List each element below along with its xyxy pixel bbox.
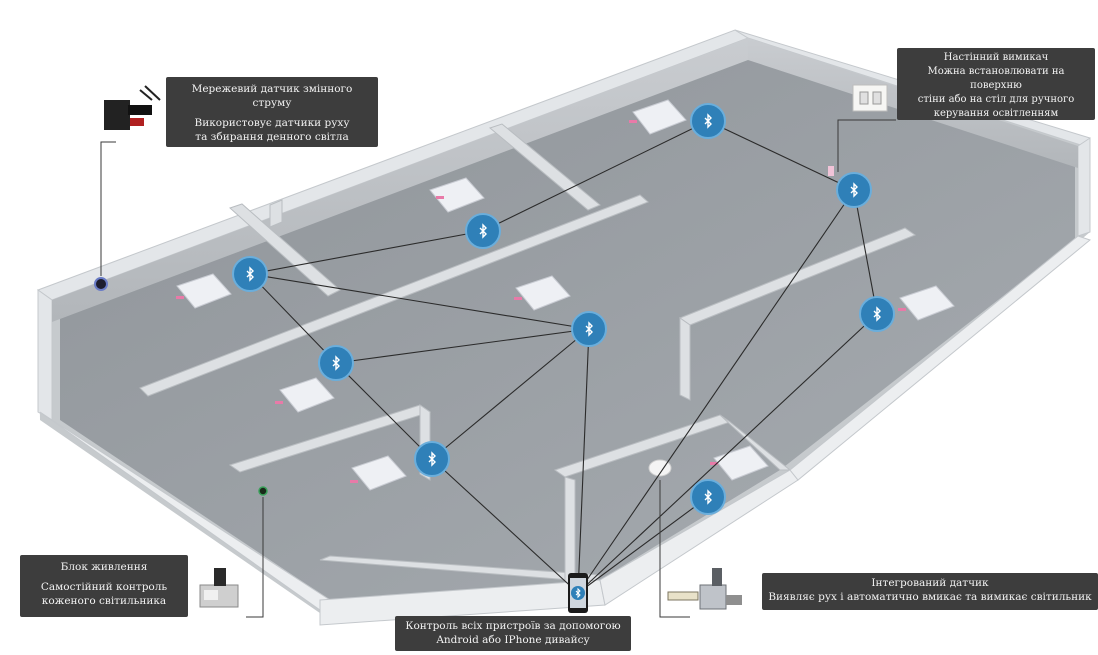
ac-sensor-picture [104, 85, 161, 130]
light-fixture [710, 445, 769, 481]
light-fixture [350, 455, 407, 491]
bluetooth-node [414, 441, 450, 477]
ac-sensor-line2: та збирання денного світла [195, 131, 349, 143]
ac-sensor-line1: Використовує датчики руху [194, 117, 350, 129]
bluetooth-icon [479, 223, 487, 239]
bluetooth-node [836, 172, 872, 208]
ac-sensor-device [94, 277, 108, 291]
bluetooth-node [232, 256, 268, 292]
wall-switch-device [828, 166, 834, 176]
smartphone-hub [568, 573, 588, 613]
light-fixture [429, 177, 485, 213]
phone-control-line2: Android або IPhone дивайсу [436, 634, 590, 646]
integrated-sensor-line1: Виявляє рух і автоматично вмикає та вими… [768, 591, 1092, 603]
integrated-sensor-title: Інтегрований датчик [871, 577, 989, 589]
bottom-walls [39, 235, 1092, 626]
bluetooth-node [690, 479, 726, 515]
light-fixtures [176, 99, 955, 491]
wall-switch-line1: Можна встановлювати на поверхню [927, 66, 1065, 91]
bluetooth-icon [246, 266, 254, 282]
light-fixture [898, 285, 955, 321]
wall-switch-label: Настінний вимикач Можна встановлювати на… [897, 48, 1095, 120]
light-fixture [275, 377, 335, 413]
bluetooth-node [859, 296, 895, 332]
mesh-links [249, 120, 878, 594]
bluetooth-icon [704, 113, 712, 129]
power-unit-label: Блок живлення Самостійний контроль кожен… [20, 555, 188, 617]
wall-switch-picture [852, 84, 888, 112]
bluetooth-node [571, 311, 607, 347]
power-unit-picture [199, 568, 239, 608]
bluetooth-icon [332, 355, 340, 371]
ac-sensor-title: Мережевий датчик змінного струму [191, 83, 353, 109]
power-unit-title: Блок живлення [60, 561, 148, 573]
light-fixture [176, 273, 232, 309]
bluetooth-icon [873, 306, 881, 322]
bluetooth-icon [428, 451, 436, 467]
ac-sensor-label: Мережевий датчик змінного струму Викорис… [166, 77, 378, 147]
wall-switch-line2: стіни або на стіл для ручного [917, 94, 1075, 105]
interior-walls [139, 123, 917, 601]
light-fixture [514, 275, 571, 311]
phone-control-label: Контроль всіх пристроїв за допомогою And… [395, 616, 631, 651]
power-unit-device [258, 486, 268, 496]
wall-switch-line3: керування освітленням [933, 108, 1059, 119]
bluetooth-node [690, 103, 726, 139]
power-unit-line2: коженого світильника [41, 595, 167, 607]
wall-switch-title: Настінний вимикач [943, 52, 1049, 63]
bluetooth-node [465, 213, 501, 249]
light-fixture [629, 99, 687, 135]
integrated-sensor-picture [667, 568, 742, 610]
phone-control-line1: Контроль всіх пристроїв за допомогою [405, 620, 621, 632]
bluetooth-icon [704, 489, 712, 505]
bluetooth-node [318, 345, 354, 381]
bluetooth-icon [850, 182, 858, 198]
integrated-sensor-device [648, 459, 672, 477]
integrated-sensor-label: Інтегрований датчик Виявляє рух і автома… [762, 573, 1098, 610]
power-unit-line1: Самостійний контроль [40, 581, 168, 593]
building-floor [60, 48, 1075, 600]
bluetooth-icon [585, 321, 593, 337]
callout-leaders [100, 119, 896, 618]
bluetooth-nodes [232, 103, 895, 515]
